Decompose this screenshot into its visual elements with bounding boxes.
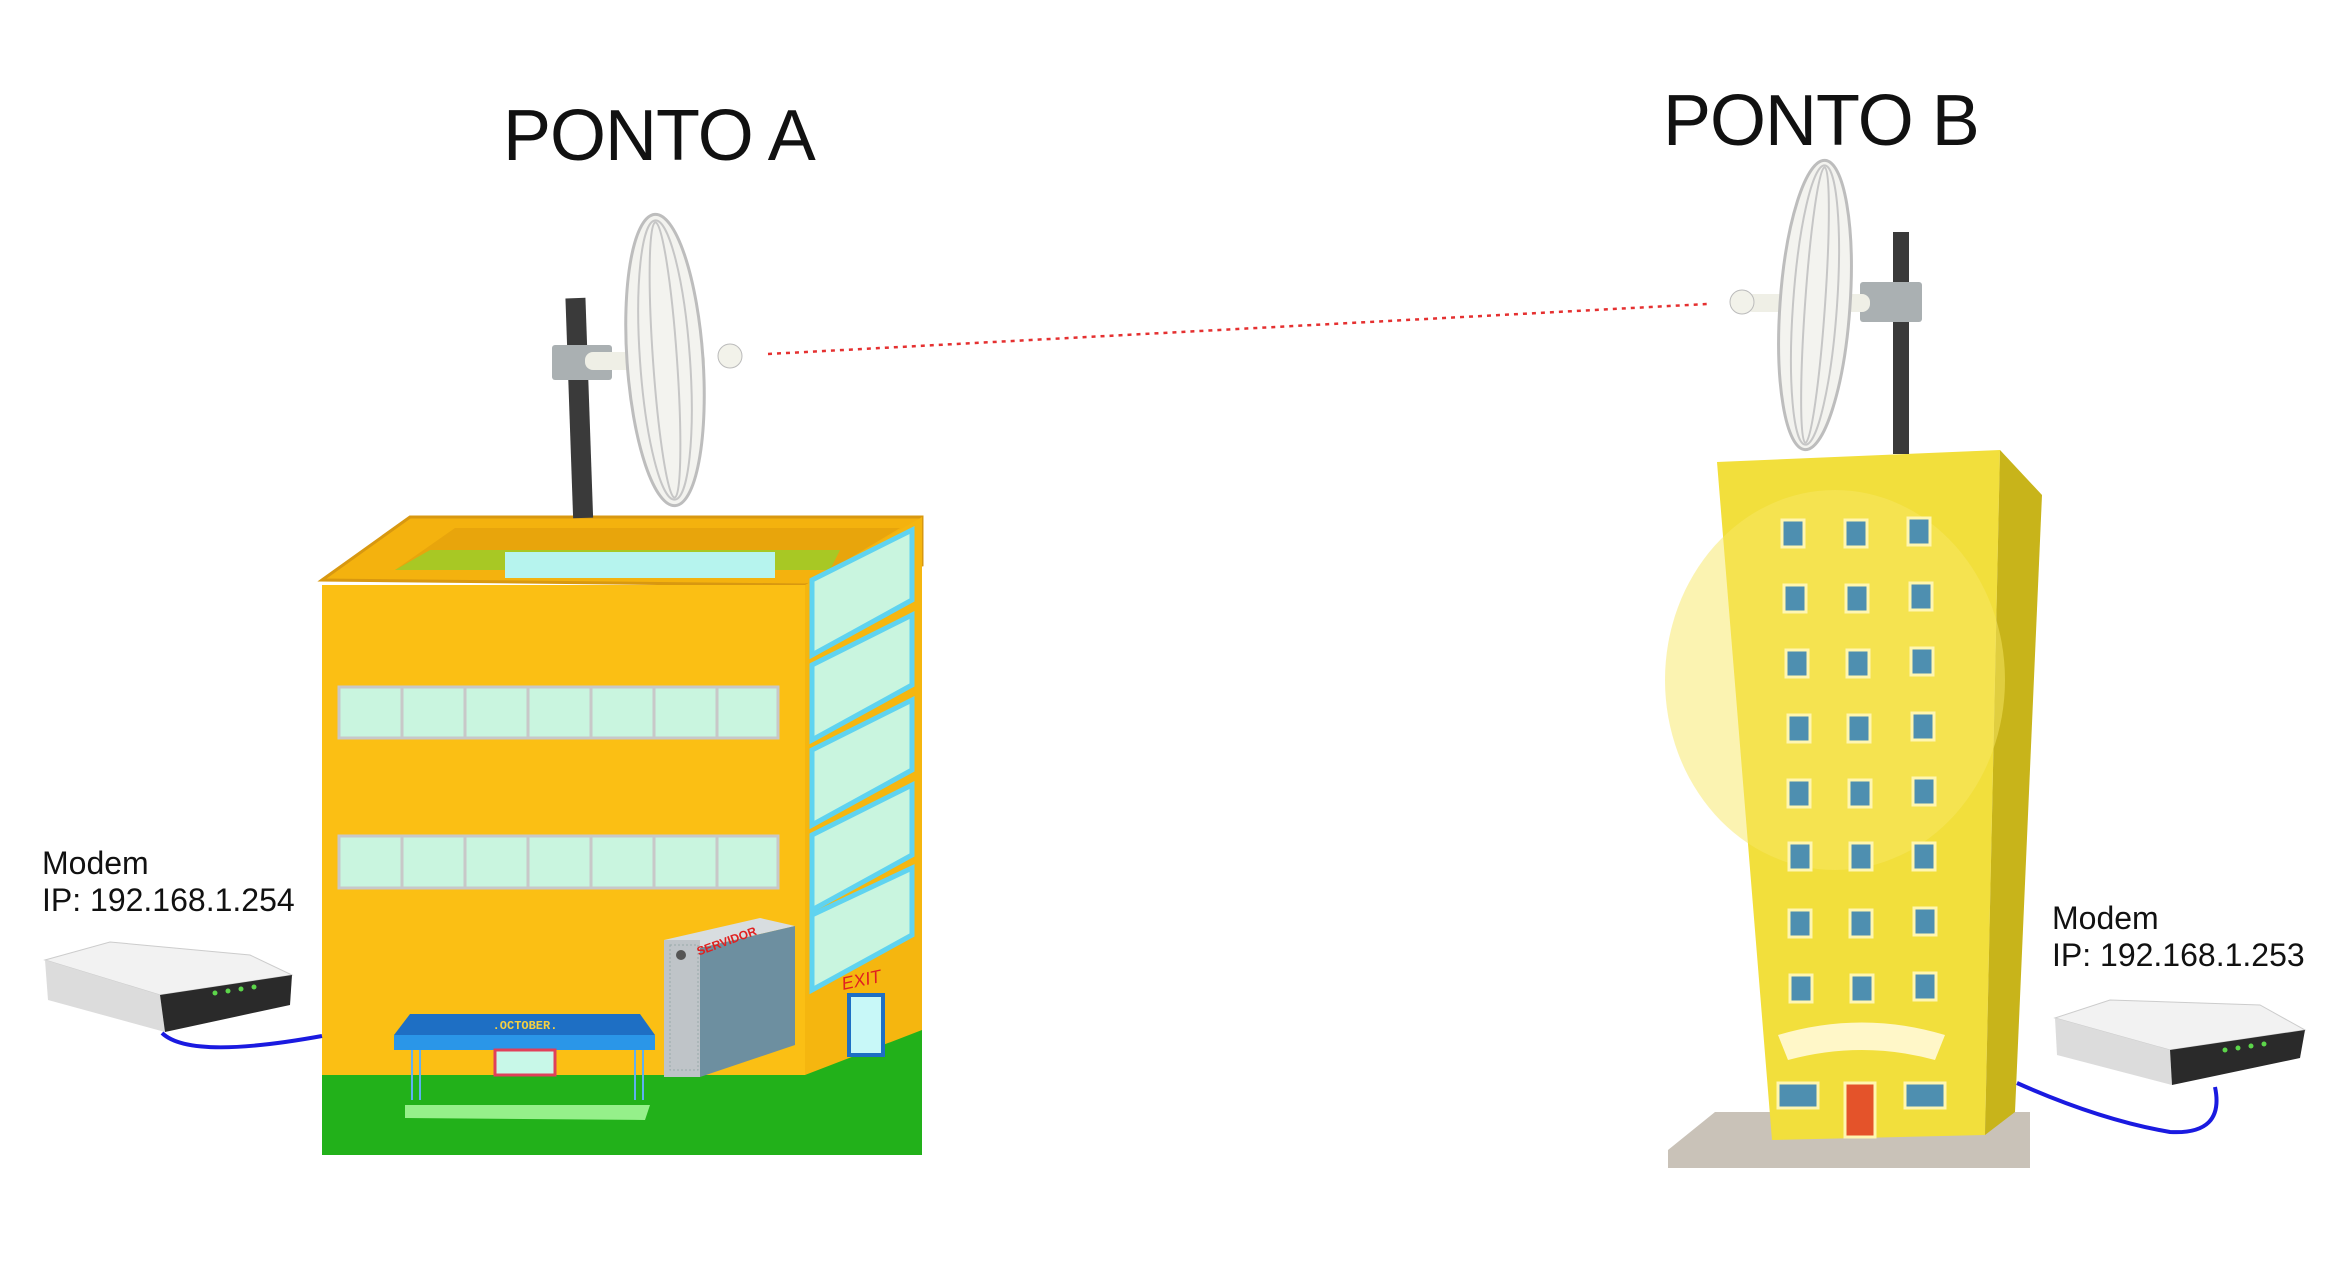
side-windows bbox=[809, 525, 915, 995]
antenna-b-icon bbox=[1729, 158, 1922, 454]
windows-b bbox=[1776, 516, 1947, 1110]
cable-b bbox=[2016, 1081, 2219, 1135]
modem-a-icon bbox=[43, 941, 294, 1032]
canopy bbox=[394, 1014, 655, 1100]
modem-b-icon bbox=[2053, 999, 2307, 1085]
antenna-a-icon bbox=[552, 212, 743, 519]
modem-b-label: Modem IP: 192.168.1.253 bbox=[2052, 900, 2305, 974]
modem-a-ip: IP: 192.168.1.254 bbox=[42, 882, 295, 918]
front-windows bbox=[337, 685, 780, 890]
modem-b-ip: IP: 192.168.1.253 bbox=[2052, 937, 2305, 973]
server-icon bbox=[664, 918, 795, 1077]
grass bbox=[322, 1030, 922, 1155]
modem-b-name: Modem bbox=[2052, 900, 2159, 936]
point-b-title: PONTO B bbox=[1663, 81, 1980, 161]
cable-a bbox=[160, 1031, 323, 1050]
building-b bbox=[1665, 450, 2042, 1168]
modem-a-label: Modem IP: 192.168.1.254 bbox=[42, 845, 295, 919]
canopy-sign: .OCTOBER. bbox=[493, 1019, 558, 1033]
building-a: .OCTOBER. SERVIDOR EXIT bbox=[317, 515, 924, 1155]
door-b bbox=[1843, 1081, 1877, 1139]
wireless-link-line bbox=[767, 302, 1708, 356]
modem-a-name: Modem bbox=[42, 845, 149, 881]
exit-door bbox=[847, 993, 885, 1057]
point-a-title: PONTO A bbox=[503, 96, 816, 176]
banner-b bbox=[1778, 1022, 1945, 1060]
